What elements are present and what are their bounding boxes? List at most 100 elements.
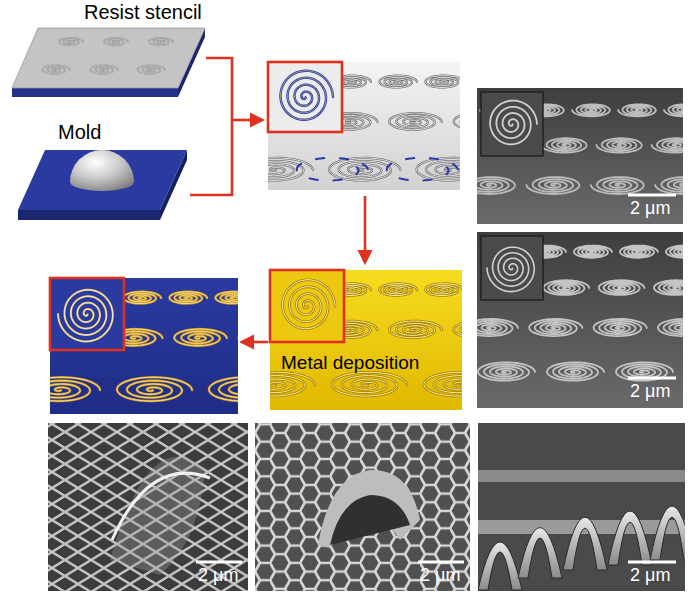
spiral — [280, 71, 333, 120]
spiral — [379, 76, 417, 88]
spiral — [215, 292, 238, 304]
spiral — [658, 319, 683, 336]
inset-box — [481, 92, 543, 156]
spiral — [389, 321, 442, 338]
spiral — [123, 292, 161, 304]
mold-dome — [70, 150, 134, 191]
spiral — [332, 372, 407, 396]
spiral — [379, 284, 417, 296]
inset-box — [268, 62, 342, 132]
spiral — [117, 377, 192, 401]
spiral — [59, 38, 83, 46]
spiral — [652, 138, 683, 153]
diamond-mesh — [48, 423, 248, 591]
spiral — [280, 71, 333, 120]
scale-bar — [628, 561, 676, 564]
spiral — [42, 65, 70, 74]
spiral — [149, 38, 173, 46]
spiral — [137, 65, 165, 74]
spiral — [425, 284, 462, 296]
mold-edge — [18, 210, 160, 220]
spiral — [541, 138, 586, 153]
spiral — [50, 377, 100, 401]
spiral — [477, 177, 515, 194]
spiral — [174, 329, 227, 346]
spiral — [389, 113, 442, 130]
spiral — [209, 377, 238, 401]
scale-label: 2 μm — [630, 381, 670, 402]
spiral — [169, 292, 207, 304]
spiral — [425, 76, 460, 88]
spiral — [544, 280, 590, 295]
arched-ribbon — [563, 517, 607, 570]
spiral — [526, 177, 579, 194]
spiral — [123, 292, 161, 304]
spiral — [424, 372, 462, 396]
spiral — [104, 38, 128, 46]
scale-bars — [196, 195, 676, 562]
part-label: Resist stencil — [84, 1, 202, 24]
part-label: Mold — [58, 121, 101, 144]
scale-bar — [628, 194, 676, 197]
arched-ribbon — [608, 511, 652, 565]
spiral — [149, 38, 173, 46]
arched-ribbon — [478, 542, 522, 590]
scale-label: 2 μm — [198, 565, 238, 586]
spiral — [490, 101, 537, 145]
arched-ribbon — [518, 528, 562, 578]
merge-bracket — [190, 58, 232, 195]
spiral — [454, 321, 462, 338]
resist-stencil — [12, 28, 205, 88]
spiral — [270, 372, 315, 396]
mold-contact — [387, 158, 458, 181]
spiral — [332, 372, 407, 396]
spiral — [329, 158, 400, 181]
process-arrow — [232, 119, 262, 122]
spiral — [425, 76, 460, 88]
spiral — [417, 158, 460, 181]
spiral — [487, 247, 534, 291]
spiral — [58, 290, 113, 342]
arched-ribbon — [650, 506, 685, 560]
spiral — [529, 319, 582, 336]
buckled-dome — [318, 470, 420, 548]
spiral — [389, 321, 442, 338]
mold-contact — [297, 158, 368, 181]
spiral — [270, 372, 315, 396]
spiral — [389, 113, 442, 130]
spiral — [666, 246, 683, 258]
spiral — [59, 38, 83, 46]
spiral — [425, 284, 462, 296]
scale-bar — [196, 561, 242, 564]
dome-edge — [112, 473, 210, 540]
spiral — [654, 280, 683, 295]
spiral — [594, 319, 647, 336]
spiral — [596, 138, 641, 153]
spiral — [574, 246, 612, 258]
spiral — [454, 113, 460, 130]
stencil-edge — [12, 88, 178, 97]
inset-box — [50, 278, 124, 350]
spiral — [664, 104, 683, 116]
spiral — [454, 113, 460, 130]
scale-label: 2 μm — [420, 565, 460, 586]
sem-image — [477, 88, 683, 224]
spiral — [282, 280, 335, 329]
spiral — [417, 158, 460, 181]
spiral — [174, 329, 227, 346]
spiral — [104, 38, 128, 46]
ribbon — [478, 470, 685, 482]
spiral — [478, 362, 535, 380]
spiral — [117, 377, 192, 401]
spiral — [268, 158, 313, 181]
process-arrow — [242, 341, 268, 344]
mold-plate — [18, 150, 187, 210]
scale-label: 2 μm — [630, 565, 670, 586]
sem-image — [478, 423, 685, 591]
process-arrow — [364, 196, 367, 262]
spiral — [215, 292, 238, 304]
spiral — [591, 177, 644, 194]
scale-label: 2 μm — [630, 198, 670, 219]
spiral — [58, 290, 113, 342]
